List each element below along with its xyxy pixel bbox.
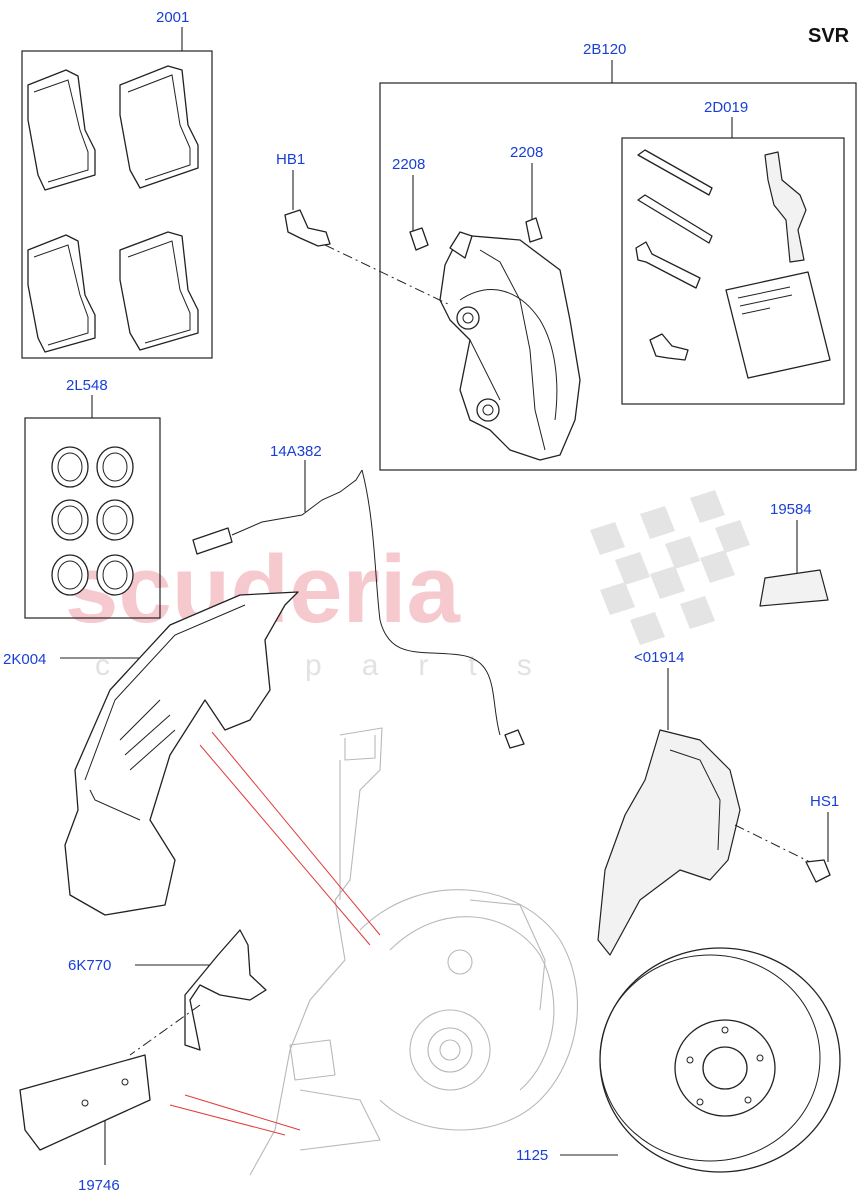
callout-2D019[interactable]: 2D019 <box>704 99 748 116</box>
splash-shield-2K004 <box>60 591 299 916</box>
caliper-group-box <box>379 82 857 471</box>
callout-labels: 2001 2B120 2D019 HB1 2208 2208 2L548 14A… <box>3 9 839 1194</box>
callout-14A382[interactable]: 14A382 <box>270 443 322 460</box>
callout-01914[interactable]: <01914 <box>634 649 684 666</box>
grease-sachet-19584 <box>759 520 829 607</box>
inner-shield-01914 <box>597 668 811 956</box>
link-lines <box>169 731 381 1136</box>
caliper-2B120 <box>379 60 857 471</box>
knuckle-assembly-ghost <box>249 727 578 1176</box>
bracket-19746 <box>19 1054 151 1165</box>
callout-19584[interactable]: 19584 <box>770 501 812 518</box>
seal-kit-2L548 <box>24 395 161 619</box>
bolt-HB1 <box>284 170 451 306</box>
callout-2B120[interactable]: 2B120 <box>583 41 626 58</box>
callout-2L548[interactable]: 2L548 <box>66 377 108 394</box>
pads-group-box <box>21 50 213 359</box>
wear-sensor-14A382 <box>192 460 525 749</box>
brake-disc-1125 <box>560 947 841 1173</box>
callout-HB1[interactable]: HB1 <box>276 151 305 168</box>
callout-2208-left[interactable]: 2208 <box>392 156 425 173</box>
callout-2208-right[interactable]: 2208 <box>510 144 543 161</box>
brake-pads-2001 <box>21 27 213 359</box>
checkered-flag-watermark <box>590 490 750 645</box>
hardware-kit-box <box>621 137 845 405</box>
screw-HS1 <box>805 812 831 883</box>
hardware-kit-2D019 <box>621 117 845 405</box>
callout-2K004[interactable]: 2K004 <box>3 651 46 668</box>
callout-2001[interactable]: 2001 <box>156 9 189 26</box>
variant-label: SVR <box>808 25 850 47</box>
bracket-6K770 <box>129 929 267 1056</box>
callout-1125[interactable]: 1125 <box>516 1147 548 1164</box>
callout-6K770[interactable]: 6K770 <box>68 957 111 974</box>
callout-HS1[interactable]: HS1 <box>810 793 839 810</box>
callout-19746[interactable]: 19746 <box>78 1177 120 1194</box>
